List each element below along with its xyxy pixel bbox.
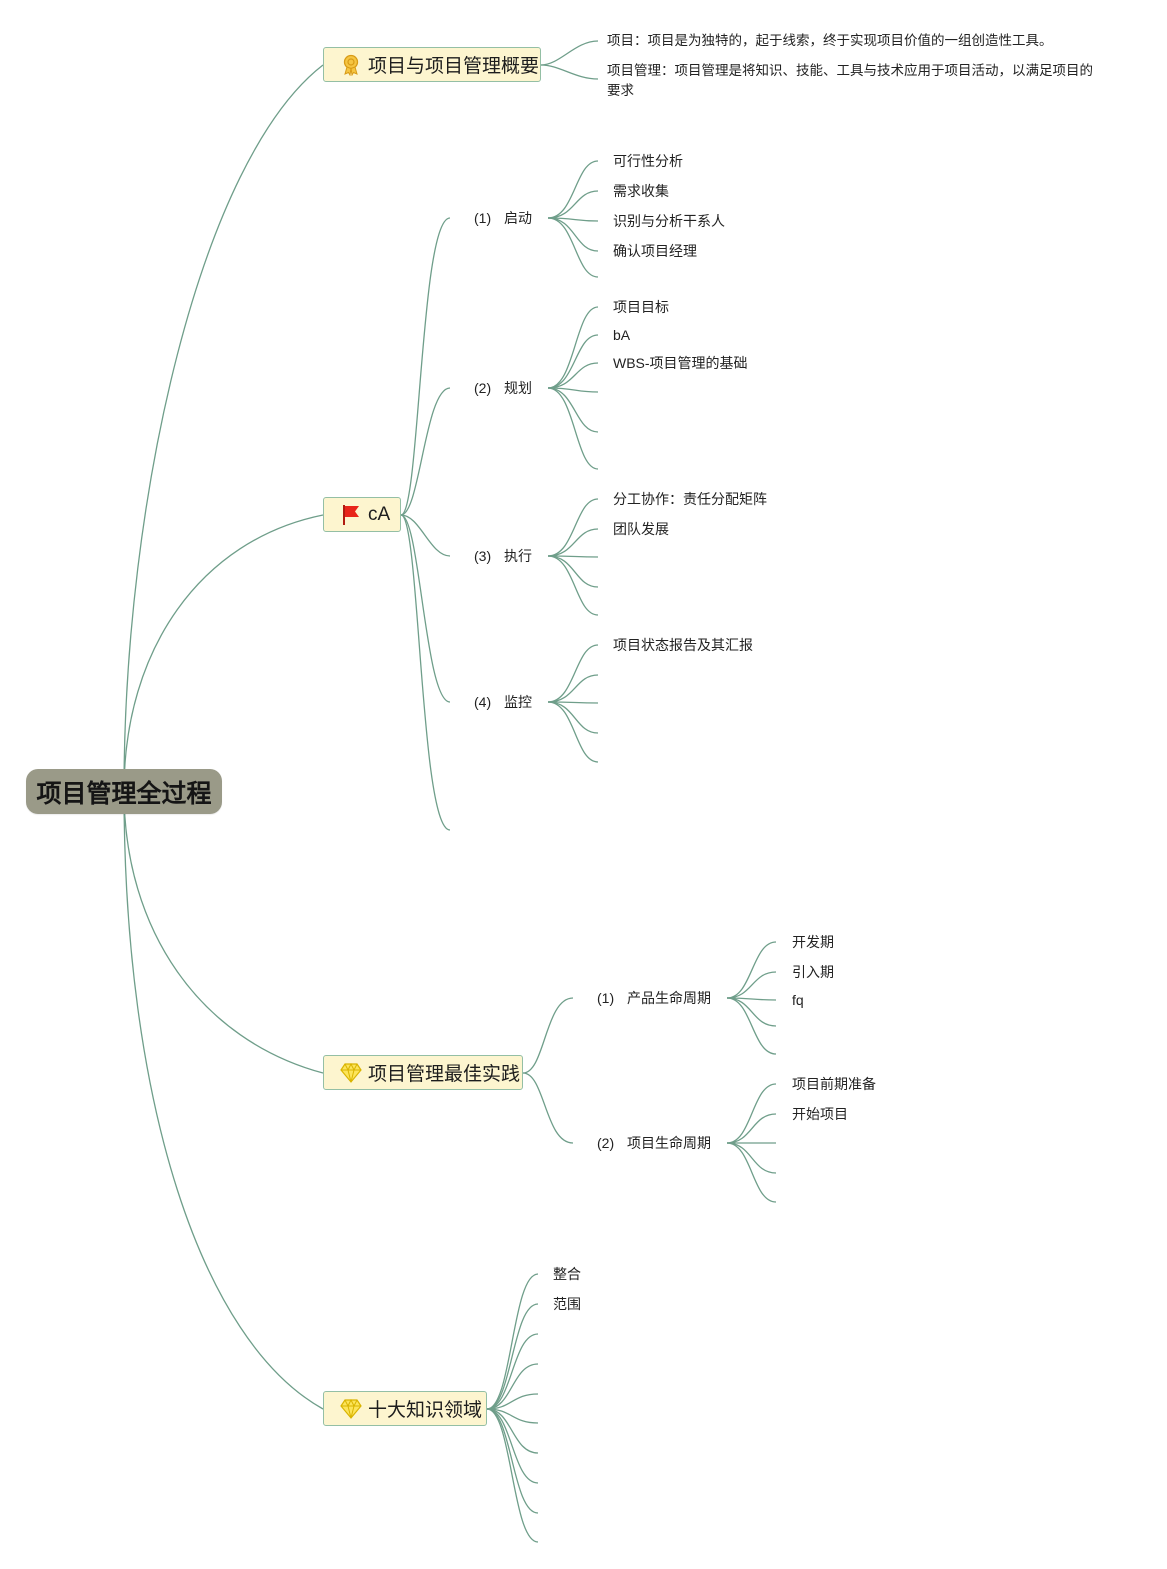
connector-root-to-knowledge-areas (123, 790, 324, 1410)
topic-ca[interactable]: cA (323, 497, 401, 532)
connector-ca-phase-empty (400, 514, 451, 831)
list-item: 需求收集 (613, 183, 669, 199)
ca-phase-3[interactable]: (3) 执行 (474, 546, 532, 566)
connector-bp2-item-4 (726, 1142, 777, 1174)
overview-note-project: 项目：项目是为独特的，起于线索，终于实现项目价值的一组创造性工具。 (607, 33, 1053, 48)
connector-p2-item-4 (547, 387, 599, 393)
connector-ka-item-9 (486, 1408, 539, 1514)
connector-ka-item-3 (486, 1333, 539, 1410)
connector-p2-item-5 (547, 387, 599, 433)
phase-number: (3) (474, 548, 492, 564)
list-item: 开始项目 (792, 1106, 848, 1122)
list-item: 范围 (553, 1296, 581, 1312)
list-item: 整合 (553, 1266, 581, 1282)
connector-p2-item-6 (547, 387, 599, 470)
phase-number: (2) (474, 380, 492, 396)
connector-p3-item-2 (547, 528, 599, 557)
connector-ca-phase-2 (400, 387, 451, 516)
list-item: 项目目标 (613, 299, 669, 315)
phase-number: (2) (597, 1135, 615, 1151)
connector-ka-item-8 (486, 1408, 539, 1484)
ca-phase-4[interactable]: (4) 监控 (474, 692, 532, 712)
list-item: WBS-项目管理的基础 (613, 355, 748, 371)
connector-bp-phase-1 (522, 997, 574, 1074)
root-node-label: 项目管理全过程 (36, 779, 212, 808)
connector-ka-item-7 (486, 1408, 539, 1454)
connector-ca-phase-3 (400, 514, 451, 557)
phase-label: 启动 (504, 210, 532, 226)
ca-phase-2[interactable]: (2) 规划 (474, 378, 532, 398)
topic-knowledge-areas-label: 十大知识领域 (368, 1400, 483, 1421)
topic-best-practice-label: 项目管理最佳实践 (368, 1064, 521, 1085)
connector-p4-item-5 (547, 701, 599, 763)
topic-ca-label: cA (368, 503, 391, 525)
phase-label: 监控 (504, 694, 532, 710)
connector-bp1-item-1 (726, 941, 777, 999)
red-flag-icon (340, 504, 362, 526)
connector-bp1-item-2 (726, 971, 777, 999)
list-item: 项目状态报告及其汇报 (613, 637, 753, 653)
award-medal-icon (340, 54, 362, 76)
connector-ka-item-10 (486, 1408, 539, 1543)
topic-best-practice[interactable]: 项目管理最佳实践 (323, 1055, 523, 1090)
overview-note-project-management: 项目管理：项目管理是将知识、技能、工具与技术应用于项目活动，以满足项目的要求 (607, 63, 1093, 98)
connector-root-to-overview (123, 64, 324, 792)
connector-ka-item-1 (486, 1273, 539, 1410)
connector-bp1-item-5 (726, 997, 777, 1055)
connector-bp-phase-2 (522, 1072, 574, 1144)
connector-bp2-item-2 (726, 1113, 777, 1144)
list-item: 引入期 (792, 964, 834, 980)
connector-p1-item-1 (547, 160, 599, 219)
topic-overview[interactable]: 项目与项目管理概要 (323, 47, 541, 82)
connector-ca-phase-4 (400, 514, 451, 703)
connector-ca-phase-1 (400, 217, 451, 516)
list-item: 项目前期准备 (792, 1076, 876, 1092)
phase-label: 执行 (504, 548, 532, 564)
connector-bp2-item-5 (726, 1142, 777, 1203)
phase-label: 项目生命周期 (627, 1135, 711, 1151)
connector-ka-item-5 (486, 1393, 539, 1410)
connector-p1-item-4 (547, 217, 599, 252)
gem-icon (340, 1398, 362, 1420)
connector-p3-item-5 (547, 555, 599, 616)
connector-p2-item-3 (547, 362, 599, 389)
list-item: 确认项目经理 (613, 243, 697, 259)
list-item: bA (613, 327, 631, 343)
connector-bp1-item-4 (726, 997, 777, 1027)
phase-number: (4) (474, 694, 492, 710)
phase-label: 产品生命周期 (627, 990, 711, 1006)
connector-p1-item-2 (547, 190, 599, 219)
connector-p2-item-2 (547, 334, 599, 389)
bp-phase-2[interactable]: (2) 项目生命周期 (597, 1133, 711, 1153)
list-item: 分工协作：责任分配矩阵 (613, 491, 767, 507)
root-node[interactable]: 项目管理全过程 (26, 769, 222, 814)
connector-overview-note-2 (540, 64, 599, 80)
phase-number: (1) (597, 990, 615, 1006)
phase-label: 规划 (504, 380, 532, 396)
connector-p2-item-1 (547, 306, 599, 389)
connector-ka-item-2 (486, 1303, 539, 1410)
connector-p4-item-1 (547, 644, 599, 703)
connector-bp2-item-1 (726, 1083, 777, 1144)
phase-number: (1) (474, 210, 492, 226)
topic-knowledge-areas[interactable]: 十大知识领域 (323, 1391, 487, 1426)
list-item: fq (792, 992, 804, 1008)
connector-p4-item-2 (547, 674, 599, 703)
connector-ka-item-4 (486, 1363, 539, 1410)
connector-p1-item-5 (547, 217, 599, 278)
connector-overview-note-1 (540, 40, 599, 66)
bp-phase-1[interactable]: (1) 产品生命周期 (597, 988, 711, 1008)
connector-root-to-ca (123, 514, 324, 792)
gem-icon (340, 1062, 362, 1084)
list-item: 可行性分析 (613, 153, 683, 169)
topic-overview-label: 项目与项目管理概要 (368, 56, 540, 77)
list-item: 识别与分析干系人 (613, 213, 725, 229)
list-item: 开发期 (792, 934, 834, 950)
ca-phase-1[interactable]: (1) 启动 (474, 208, 532, 228)
list-item: 团队发展 (613, 521, 669, 537)
connector-p3-item-1 (547, 498, 599, 557)
connector-root-to-best-practice (123, 790, 324, 1074)
